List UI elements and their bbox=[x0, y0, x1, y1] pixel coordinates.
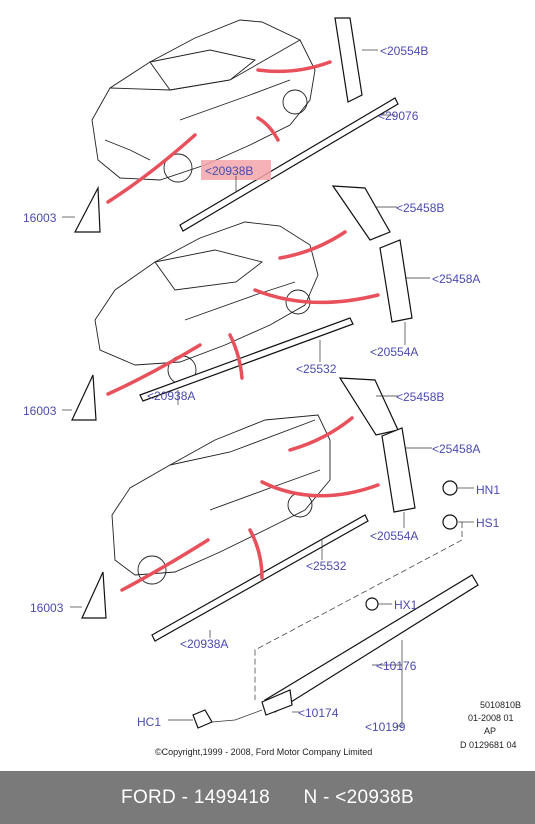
label-10174: <10174 bbox=[298, 706, 339, 720]
part-10174-end-cap bbox=[261, 689, 293, 716]
label-20938a-1: <20938A bbox=[147, 389, 195, 403]
label-20554a-1: <20554A bbox=[370, 345, 418, 359]
part-25458b-2 bbox=[338, 377, 399, 436]
clip-hc1 bbox=[192, 709, 213, 729]
label-25532-1: <25532 bbox=[296, 362, 337, 376]
part-10176-sill-moulding bbox=[264, 574, 479, 713]
drawing-reference: D 0129681 04 bbox=[460, 740, 517, 750]
footer-reference: N - <20938B bbox=[303, 787, 414, 808]
label-25458b-1: <25458B bbox=[396, 201, 444, 215]
label-25458a-1: <25458A bbox=[432, 272, 480, 286]
clip-hx1 bbox=[365, 597, 379, 611]
part-25532-moulding-2 bbox=[151, 514, 369, 642]
label-16003-3: 16003 bbox=[30, 601, 64, 615]
label-hc1: HC1 bbox=[137, 715, 161, 729]
label-hx1: HX1 bbox=[394, 598, 418, 612]
part-25532-moulding-1 bbox=[139, 317, 354, 402]
part-29076-moulding bbox=[179, 97, 399, 232]
footer-brand: FORD bbox=[121, 787, 177, 808]
label-16003-1: 16003 bbox=[23, 211, 57, 225]
car-illustration-sedan-2 bbox=[94, 221, 319, 385]
label-10176: <10176 bbox=[376, 659, 417, 673]
part-20554b bbox=[334, 17, 363, 103]
label-20554a-2: <20554A bbox=[370, 529, 418, 543]
drawing-date: 01-2008 01 bbox=[468, 713, 514, 723]
car-illustration-sedan bbox=[91, 19, 316, 183]
exploded-parts-diagram: <20554B <29076 <20938B 16003 <25458B <25… bbox=[23, 17, 521, 757]
label-29076: <29076 bbox=[378, 109, 419, 123]
copyright-notice: ©Copyright,1999 - 2008, Ford Motor Compa… bbox=[155, 747, 372, 757]
drawing-region: AP bbox=[484, 726, 496, 736]
part-16003-2 bbox=[71, 374, 97, 421]
label-10199: <10199 bbox=[365, 720, 406, 734]
label-25532-2: <25532 bbox=[306, 559, 347, 573]
footer-part-number: 1499418 bbox=[193, 787, 270, 808]
label-20938a-2: <20938A bbox=[180, 637, 228, 651]
label-25458a-2: <25458A bbox=[432, 442, 480, 456]
part-16003-1 bbox=[74, 185, 101, 233]
drawing-code: 5010810B bbox=[480, 700, 521, 710]
label-16003-2: 16003 bbox=[23, 404, 57, 418]
part-25458b-1 bbox=[331, 185, 391, 241]
part-info-footer: FORD - 1499418 N - <20938B bbox=[0, 771, 535, 824]
part-25458a-2 bbox=[381, 427, 416, 513]
label-20938b-highlighted: <20938B bbox=[205, 164, 253, 178]
label-20554b: <20554B bbox=[380, 44, 428, 58]
clip-hn1 bbox=[442, 480, 458, 496]
highlight-box bbox=[201, 160, 271, 180]
label-hs1: HS1 bbox=[476, 516, 500, 530]
part-16003-3 bbox=[81, 571, 107, 619]
label-hn1: HN1 bbox=[476, 483, 500, 497]
label-25458b-2: <25458B bbox=[396, 390, 444, 404]
clip-hs1 bbox=[442, 514, 458, 530]
part-25458a-1 bbox=[379, 239, 413, 323]
